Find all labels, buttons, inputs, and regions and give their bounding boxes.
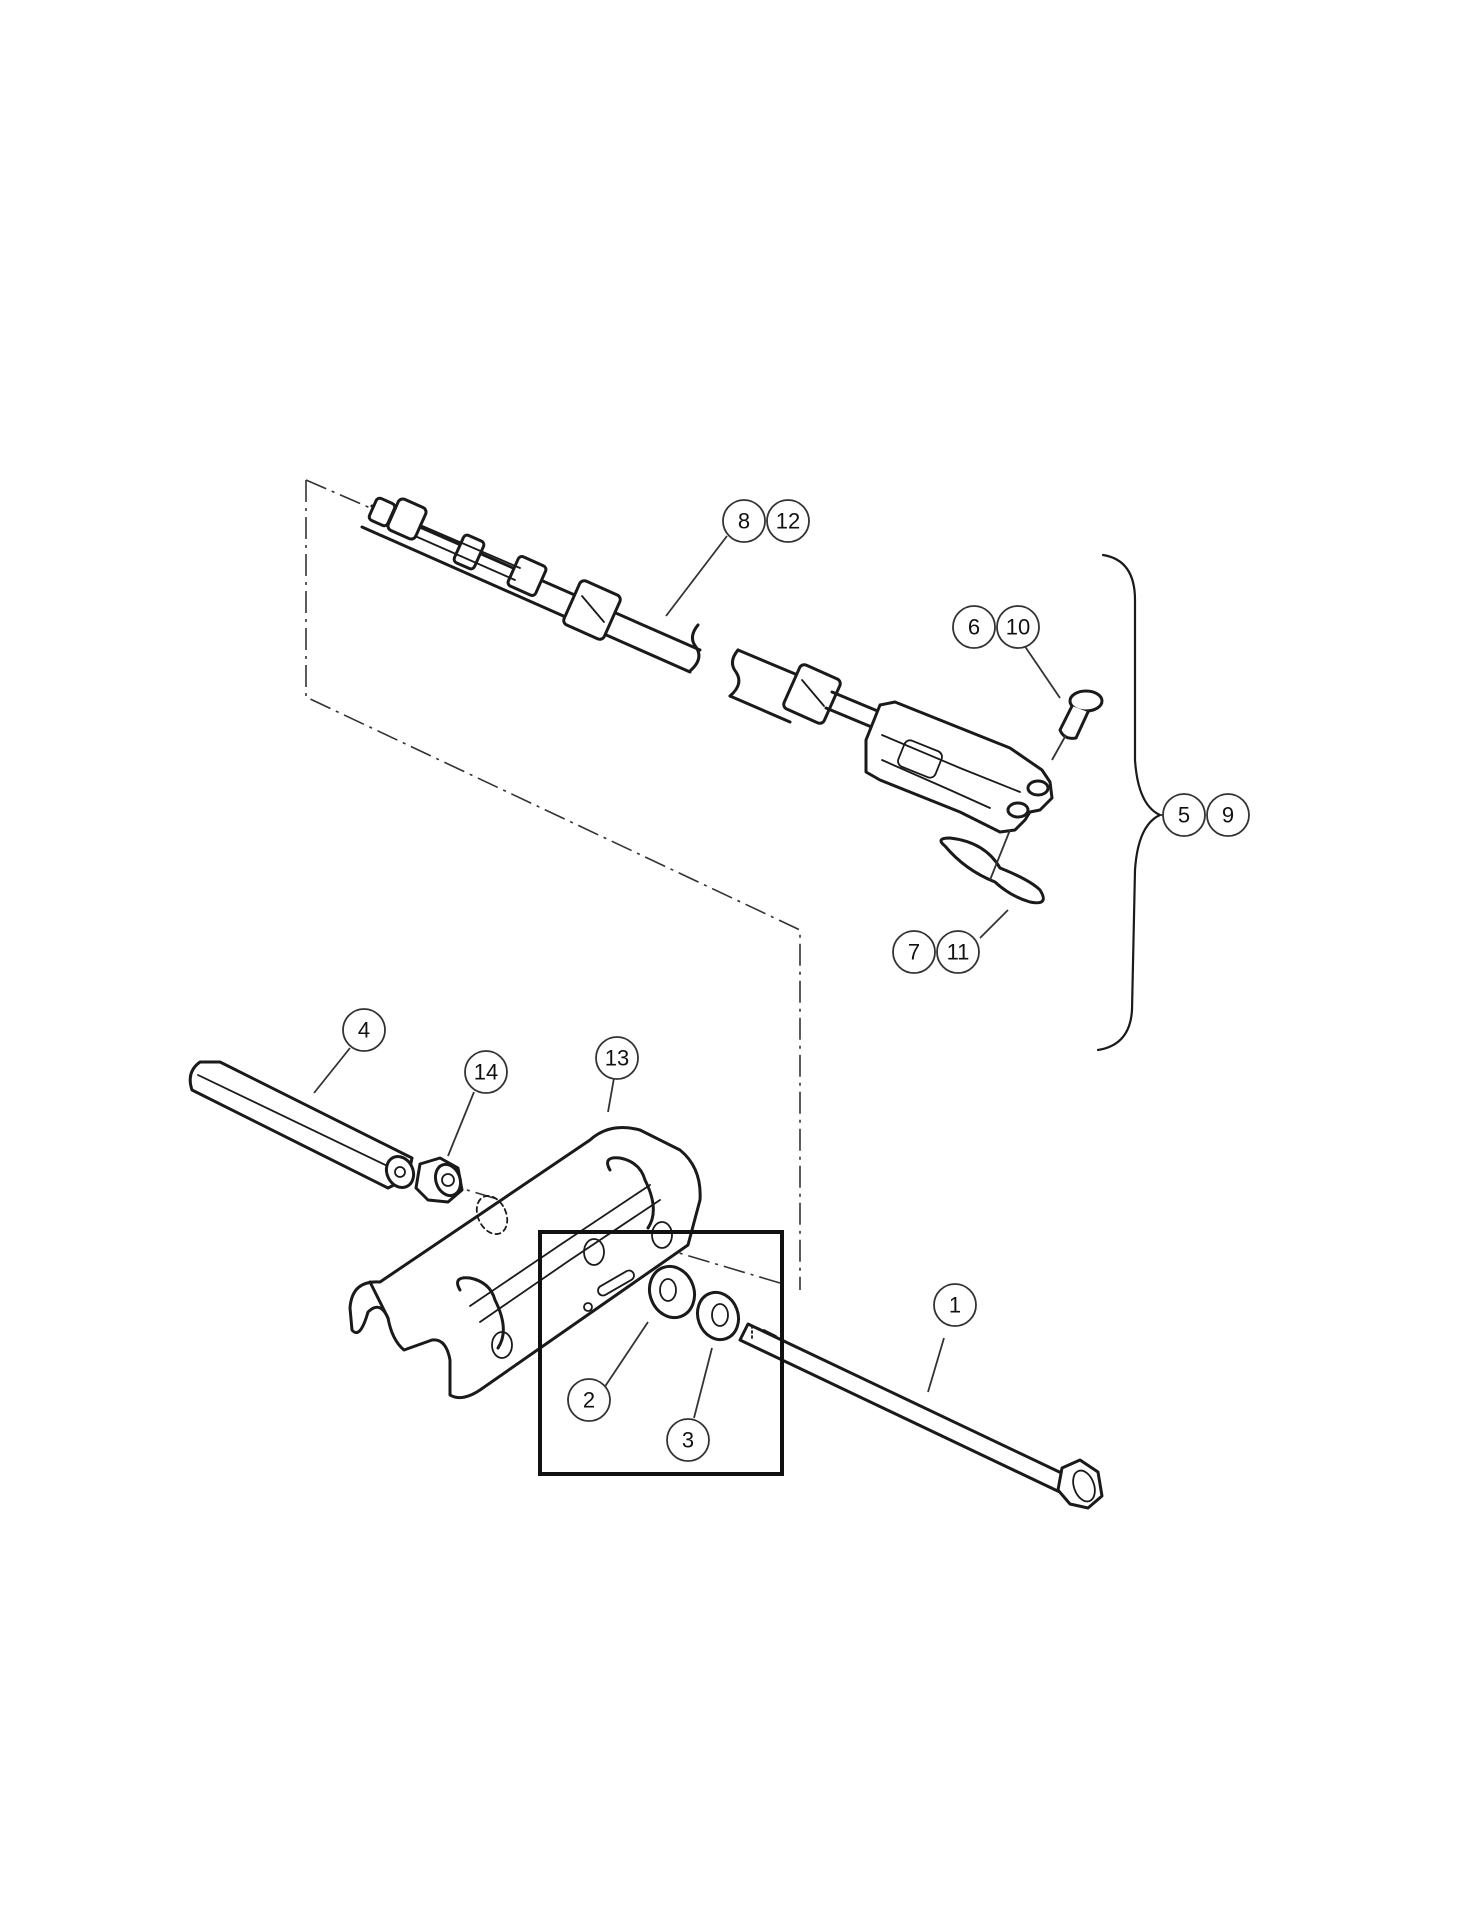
callout-6[interactable]: 6 [952,605,996,649]
svg-text:10: 10 [1006,615,1030,640]
svg-text:14: 14 [474,1060,498,1085]
svg-text:13: 13 [605,1046,629,1071]
lock-nut [414,1091,475,1204]
cable-upper-segment [360,496,728,674]
svg-text:12: 12 [776,509,800,534]
assembly-guide-line [305,480,801,1290]
hair-pin-clip [939,829,1045,905]
spacer [603,1264,697,1389]
callout-2[interactable]: 2 [567,1378,611,1422]
callout-4[interactable]: 4 [342,1008,386,1052]
svg-text:6: 6 [968,615,980,640]
guide-line-cable-end [305,479,376,511]
bracket [348,1077,702,1400]
svg-text:5: 5 [1178,803,1190,828]
callout-5[interactable]: 5 [1162,793,1206,837]
highlight-box [538,1230,784,1476]
svg-text:1: 1 [949,1293,961,1318]
callout-7[interactable]: 7 [892,930,936,974]
hex-rod [188,1047,416,1190]
assembly-brace [1096,553,1162,1052]
callout-8[interactable]: 8 [722,499,766,543]
callout-10[interactable]: 10 [996,605,1040,649]
callout-9[interactable]: 9 [1206,793,1250,837]
svg-text:7: 7 [908,940,920,965]
svg-text:4: 4 [358,1018,370,1043]
washer [693,1290,741,1419]
svg-text:9: 9 [1222,803,1234,828]
callout-13[interactable]: 13 [595,1036,639,1080]
clevis [864,700,1054,834]
svg-text:11: 11 [947,940,970,965]
clevis-pin [1051,689,1104,761]
bolt [738,1322,1104,1510]
svg-text:8: 8 [738,509,750,534]
callout-1[interactable]: 1 [933,1283,977,1327]
callout-11[interactable]: 11 [936,930,980,974]
callout-14[interactable]: 14 [464,1050,508,1094]
svg-text:2: 2 [583,1388,595,1413]
callout-3[interactable]: 3 [666,1418,710,1462]
leader-10 [1023,644,1061,699]
leader-11 [979,909,1009,939]
svg-text:3: 3 [682,1428,694,1453]
callout-12[interactable]: 12 [766,499,810,543]
cable-lower-segment [728,648,882,730]
